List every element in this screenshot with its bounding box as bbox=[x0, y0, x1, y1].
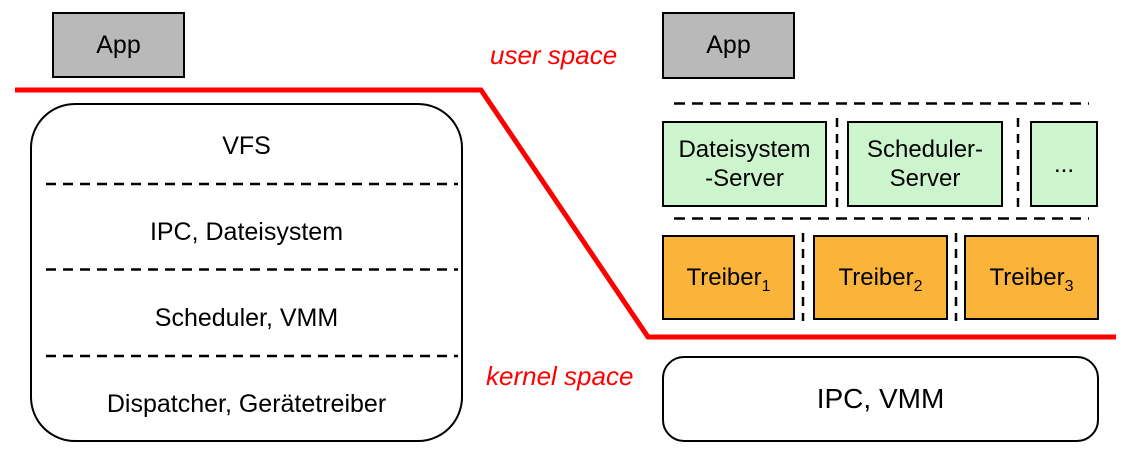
driver-label: Treiber2 bbox=[838, 263, 923, 295]
server-label-line: Dateisystem bbox=[678, 136, 811, 163]
monolithic-app-label: App bbox=[96, 30, 141, 59]
microkernel-kernel-label: IPC, VMM bbox=[816, 383, 945, 414]
dateisystem-server-box: Dateisystem -Server bbox=[662, 121, 827, 207]
microkernel-kernel-box: IPC, VMM bbox=[662, 356, 1099, 442]
layer-scheduler-vmm: Scheduler, VMM bbox=[154, 304, 339, 332]
server-label-line: ... bbox=[1053, 150, 1074, 178]
driver-label: Treiber1 bbox=[686, 263, 771, 295]
microkernel-app-box: App bbox=[662, 12, 795, 79]
layer-ipc-dateisystem: IPC, Dateisystem bbox=[149, 218, 344, 246]
more-servers-box: ... bbox=[1030, 121, 1098, 207]
treiber-2-box: Treiber2 bbox=[813, 235, 948, 320]
server-label-line: -Server bbox=[705, 165, 784, 192]
server-label-line: Server bbox=[889, 165, 961, 192]
server-label-line: Scheduler- bbox=[866, 136, 984, 163]
driver-label: Treiber3 bbox=[989, 263, 1074, 295]
treiber-3-box: Treiber3 bbox=[964, 235, 1099, 320]
layer-vfs: VFS bbox=[222, 132, 271, 160]
layer-dispatcher-geraetetreiber: Dispatcher, Gerätetreiber bbox=[106, 390, 387, 418]
monolithic-app-box: App bbox=[52, 12, 185, 78]
treiber-1-box: Treiber1 bbox=[662, 235, 795, 320]
user-space-label: user space bbox=[490, 40, 618, 70]
kernel-space-label: kernel space bbox=[486, 361, 634, 391]
scheduler-server-box: Scheduler- Server bbox=[847, 121, 1003, 207]
microkernel-app-label: App bbox=[706, 31, 751, 59]
monolithic-kernel-box: VFS IPC, Dateisystem Scheduler, VMM Disp… bbox=[30, 103, 463, 442]
